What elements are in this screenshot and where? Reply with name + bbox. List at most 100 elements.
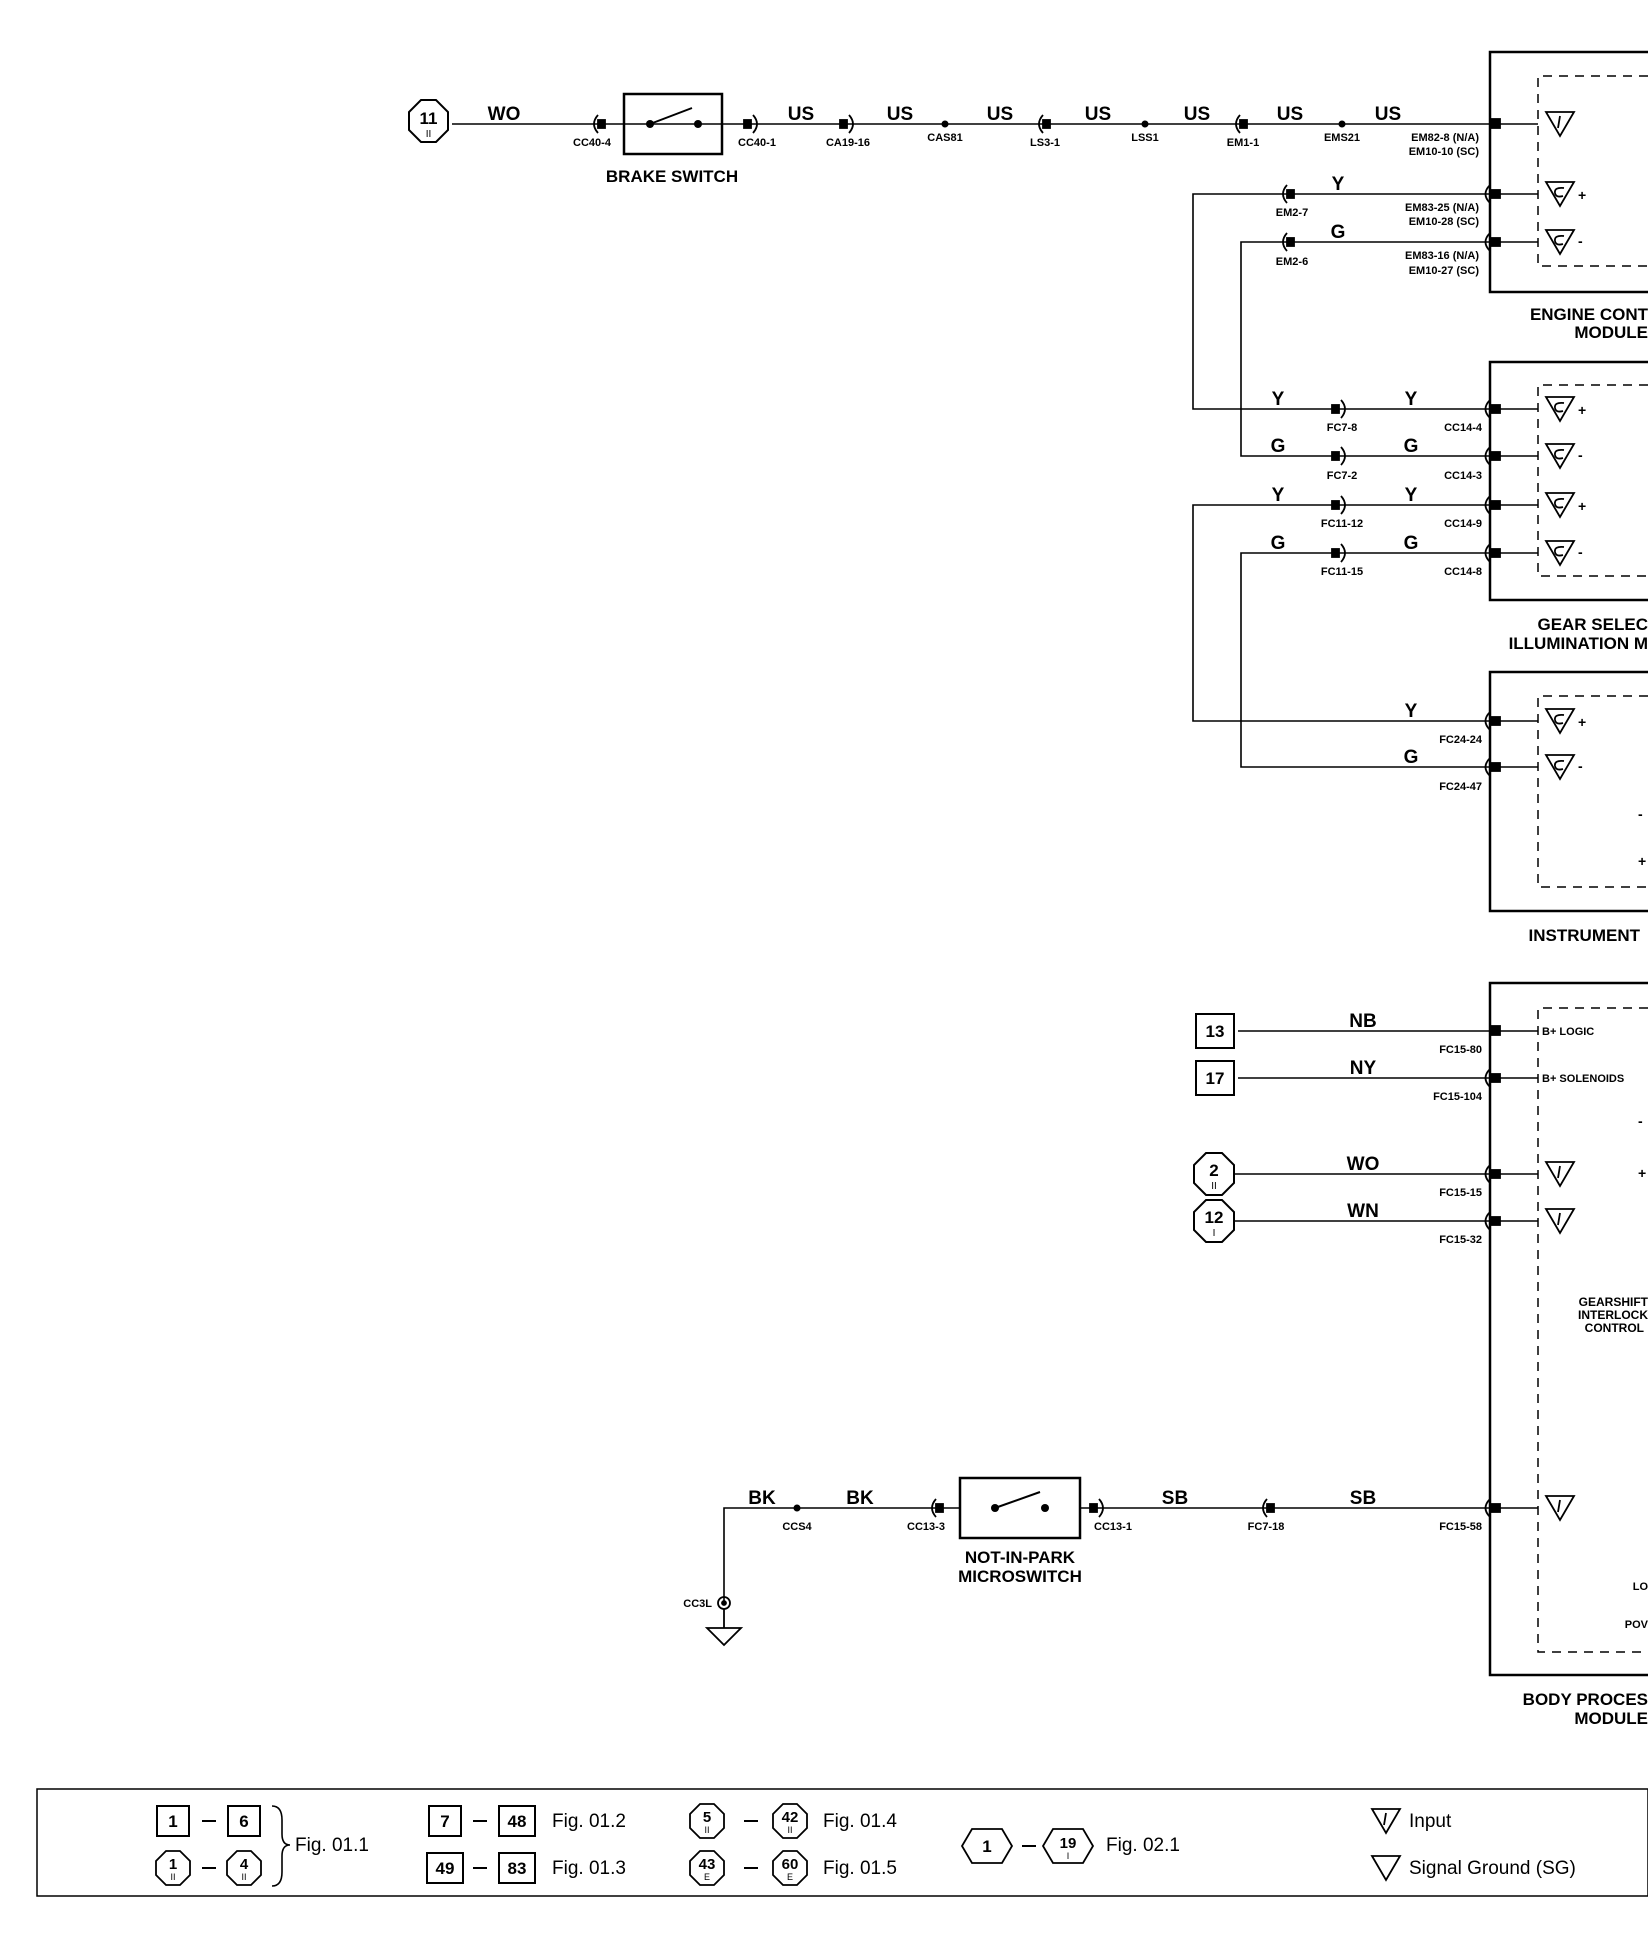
svg-text:FC24-24: FC24-24: [1439, 734, 1483, 746]
svg-text:I: I: [1067, 1851, 1070, 1861]
svg-text:EM10-27 (SC): EM10-27 (SC): [1409, 265, 1480, 277]
nip-label-2: MICROSWITCH: [958, 1567, 1082, 1586]
conn-fc7-18: [1262, 1498, 1275, 1518]
legend-signal-ground-icon: [1370, 1855, 1402, 1882]
svg-text:-: -: [1638, 806, 1643, 822]
svg-text:II: II: [426, 129, 432, 140]
svg-text:II: II: [170, 1872, 175, 1882]
svg-text:G: G: [1404, 747, 1419, 768]
gear-title-1: GEAR SELEC: [1537, 615, 1648, 634]
conn-fc11-15: [1331, 543, 1346, 563]
conn-cc13-1: [1089, 1498, 1104, 1518]
svg-text:11: 11: [420, 109, 438, 128]
svg-text:FC11-12: FC11-12: [1321, 518, 1363, 530]
svg-text:EMS21: EMS21: [1324, 132, 1360, 144]
gearshift-label-2: INTERLOCK: [1578, 1308, 1648, 1322]
svg-text:US: US: [1184, 104, 1210, 125]
svg-text:FC7-18: FC7-18: [1248, 1521, 1285, 1533]
svg-text:G: G: [1331, 222, 1346, 243]
svg-text:4: 4: [240, 1856, 249, 1873]
svg-text:FC7-2: FC7-2: [1327, 470, 1358, 482]
gearshift-label-1: GEARSHIFT: [1579, 1295, 1648, 1309]
svg-text:CA19-16: CA19-16: [826, 137, 870, 149]
gearshift-label-3: CONTROL: [1585, 1321, 1644, 1335]
engine-control-module: [1488, 50, 1648, 294]
input-icon: [1544, 1208, 1576, 1235]
svg-text:7: 7: [440, 1812, 449, 1831]
svg-text:EM2-6: EM2-6: [1276, 256, 1308, 268]
svg-text:60: 60: [782, 1856, 799, 1873]
svg-text:-: -: [1578, 447, 1583, 463]
svg-text:US: US: [887, 104, 913, 125]
svg-text:FC15-15: FC15-15: [1439, 1187, 1482, 1199]
inline-connectors: [593, 114, 1346, 1518]
svg-text:NB: NB: [1349, 1011, 1376, 1032]
svg-text:Y: Y: [1405, 485, 1418, 506]
conn-cc40-4: [593, 114, 606, 134]
signal-ground-icon: [1544, 708, 1576, 735]
svg-text:FC11-15: FC11-15: [1321, 566, 1363, 578]
svg-text:17: 17: [1206, 1069, 1225, 1088]
svg-text:E: E: [787, 1872, 793, 1882]
svg-text:LSS1: LSS1: [1131, 132, 1159, 144]
conn-fc7-8: [1331, 399, 1346, 419]
svg-text:Fig. 02.1: Fig. 02.1: [1106, 1835, 1180, 1856]
signal-ground-icon: [1544, 443, 1576, 470]
svg-text:SB: SB: [1350, 1488, 1376, 1509]
pin-label-pow: POV: [1625, 1619, 1648, 1631]
svg-text:CC14-4: CC14-4: [1444, 422, 1483, 434]
svg-text:5: 5: [703, 1809, 711, 1826]
svg-text:US: US: [987, 104, 1013, 125]
svg-text:SB: SB: [1162, 1488, 1188, 1509]
svg-text:+: +: [1638, 1165, 1646, 1181]
legend-input-icon: [1370, 1808, 1402, 1835]
svg-text:48: 48: [508, 1812, 527, 1831]
svg-text:6: 6: [239, 1812, 248, 1831]
gear-selector-illumination-module: [1488, 360, 1648, 602]
wire-bk: [723, 1507, 960, 1603]
splice-ems21: [1338, 120, 1346, 128]
splice-cas81: [941, 120, 949, 128]
svg-text:CC13-1: CC13-1: [1094, 1521, 1132, 1533]
pin-em82-8: [1490, 118, 1501, 129]
svg-text:EM83-25 (N/A): EM83-25 (N/A): [1405, 202, 1479, 214]
pin-symbols: [1544, 111, 1576, 1522]
input-icon: [1544, 111, 1576, 138]
ref-17-square: 17: [1195, 1060, 1235, 1096]
svg-text:FC15-104: FC15-104: [1433, 1091, 1483, 1103]
svg-text:LS3-1: LS3-1: [1030, 137, 1060, 149]
internal-pin-lines: [1500, 123, 1538, 1509]
not-in-park-microswitch: [958, 1476, 1082, 1540]
svg-text:EM82-8 (N/A): EM82-8 (N/A): [1411, 132, 1479, 144]
svg-text:83: 83: [508, 1859, 527, 1878]
conn-ca19-16: [839, 114, 854, 134]
conn-fc7-2: [1331, 446, 1346, 466]
svg-text:Y: Y: [1272, 485, 1285, 506]
ref-13-square: 13: [1195, 1013, 1235, 1049]
ecm-title-1: ENGINE CONT: [1530, 305, 1648, 324]
svg-text:FC7-8: FC7-8: [1327, 422, 1358, 434]
svg-text:US: US: [1375, 104, 1401, 125]
pin-label-b-solenoids: B+ SOLENOIDS: [1542, 1073, 1624, 1085]
wire-y-instrument: [1192, 504, 1490, 722]
conn-ls3-1: [1038, 114, 1051, 134]
legend-box: [36, 1788, 1648, 1897]
svg-text:II: II: [241, 1872, 246, 1882]
svg-text:BK: BK: [846, 1488, 874, 1509]
signal-ground-icon: [1544, 181, 1576, 208]
svg-text:+: +: [1578, 187, 1586, 203]
svg-text:CC40-4: CC40-4: [573, 137, 612, 149]
gear-title-2: ILLUMINATION M: [1509, 634, 1648, 653]
svg-text:EM2-7: EM2-7: [1276, 207, 1308, 219]
input-icon: [1544, 1161, 1576, 1188]
svg-text:US: US: [788, 104, 814, 125]
svg-text:FC15-80: FC15-80: [1439, 1044, 1482, 1056]
svg-text:Fig. 01.5: Fig. 01.5: [823, 1858, 897, 1879]
svg-text:Fig. 01.2: Fig. 01.2: [552, 1811, 626, 1832]
svg-text:-: -: [1578, 758, 1583, 774]
svg-text:CC14-9: CC14-9: [1444, 518, 1482, 530]
wire-g-ecm: [1240, 241, 1490, 457]
svg-text:EM1-1: EM1-1: [1227, 137, 1259, 149]
wire-y-ecm: [1192, 193, 1490, 410]
wire-g-instrument: [1240, 552, 1490, 768]
